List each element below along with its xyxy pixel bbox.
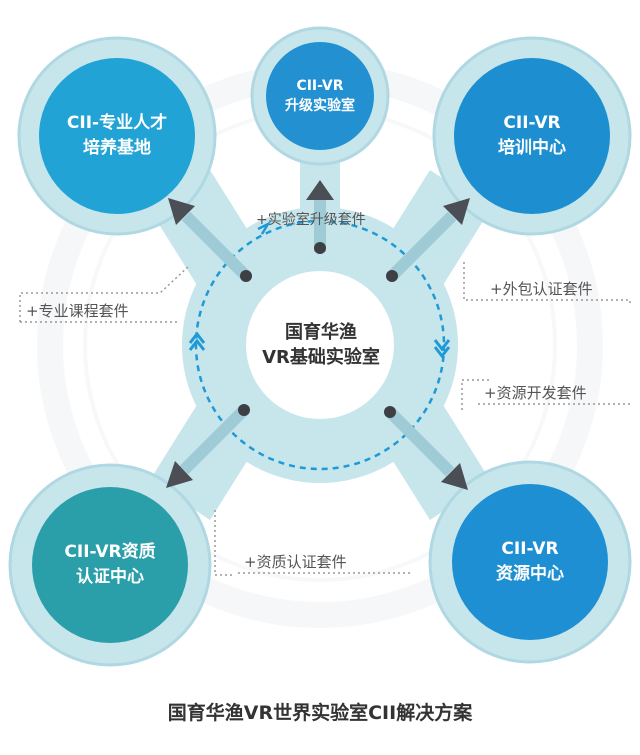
chevron-up-left [188,331,206,351]
node-bottom-right-line2: 资源中心 [496,564,564,584]
node-top-line2: 升级实验室 [285,98,355,114]
center-label-line2: VR基础实验室 [262,347,380,368]
kit-course: +专业课程套件 [26,302,129,320]
arrowhead-top-right [443,198,470,225]
node-top-left: CII-专业人才 培养基地 [47,106,187,166]
node-disc-bottom-right [452,484,608,640]
node-top-right-line1: CII-VR [503,113,561,134]
node-disc-top-left [39,58,195,214]
node-disc-top-right [454,58,610,214]
kit-outsourcing: +外包认证套件 [490,280,593,298]
node-bottom-left-line2: 认证中心 [76,567,144,587]
node-top-left-line2: 培养基地 [83,138,151,158]
cycle-chevrons [188,220,451,359]
kit-resource-dev: +资源开发套件 [484,384,587,402]
arrowhead-top-left [168,198,195,225]
node-top-left-line1: CII-专业人才 [66,113,168,134]
node-bottom-right-line1: CII-VR [501,539,559,560]
arrowhead-top [306,180,334,200]
center-label-line1: 国育华渔 [285,321,357,343]
leader-qualification [214,510,232,576]
kit-upgrade: +实验室升级套件 [256,212,366,228]
node-bottom-left-line1: CII-VR资质 [64,542,156,563]
leader-resource-dev [461,379,490,410]
chevron-top-arrow [257,220,272,235]
diagram-caption: 国育华渔VR世界实验室CII解决方案 [167,702,473,724]
node-disc-top [266,42,374,150]
leader-outsourcing [463,262,631,306]
kit-qualification: +资质认证套件 [244,553,347,571]
node-top-right: CII-VR 培训中心 [462,106,602,166]
node-top-right-line2: 培训中心 [498,138,566,158]
chevron-down-right [433,339,451,359]
node-top: CII-VR 升级实验室 [270,70,370,122]
node-discs [32,42,610,643]
node-top-line1: CII-VR [296,77,344,94]
kit-leaders [19,262,632,576]
connector-arrows [166,180,470,490]
node-bottom-right: CII-VR 资源中心 [460,532,600,592]
node-disc-bottom-left [32,487,188,643]
center-label: 国育华渔 VR基础实验室 [250,312,392,378]
node-bottom-left: CII-VR资质 认证中心 [40,535,180,595]
arrowhead-bottom-right [441,463,468,490]
arrowhead-bottom-left [166,461,193,488]
